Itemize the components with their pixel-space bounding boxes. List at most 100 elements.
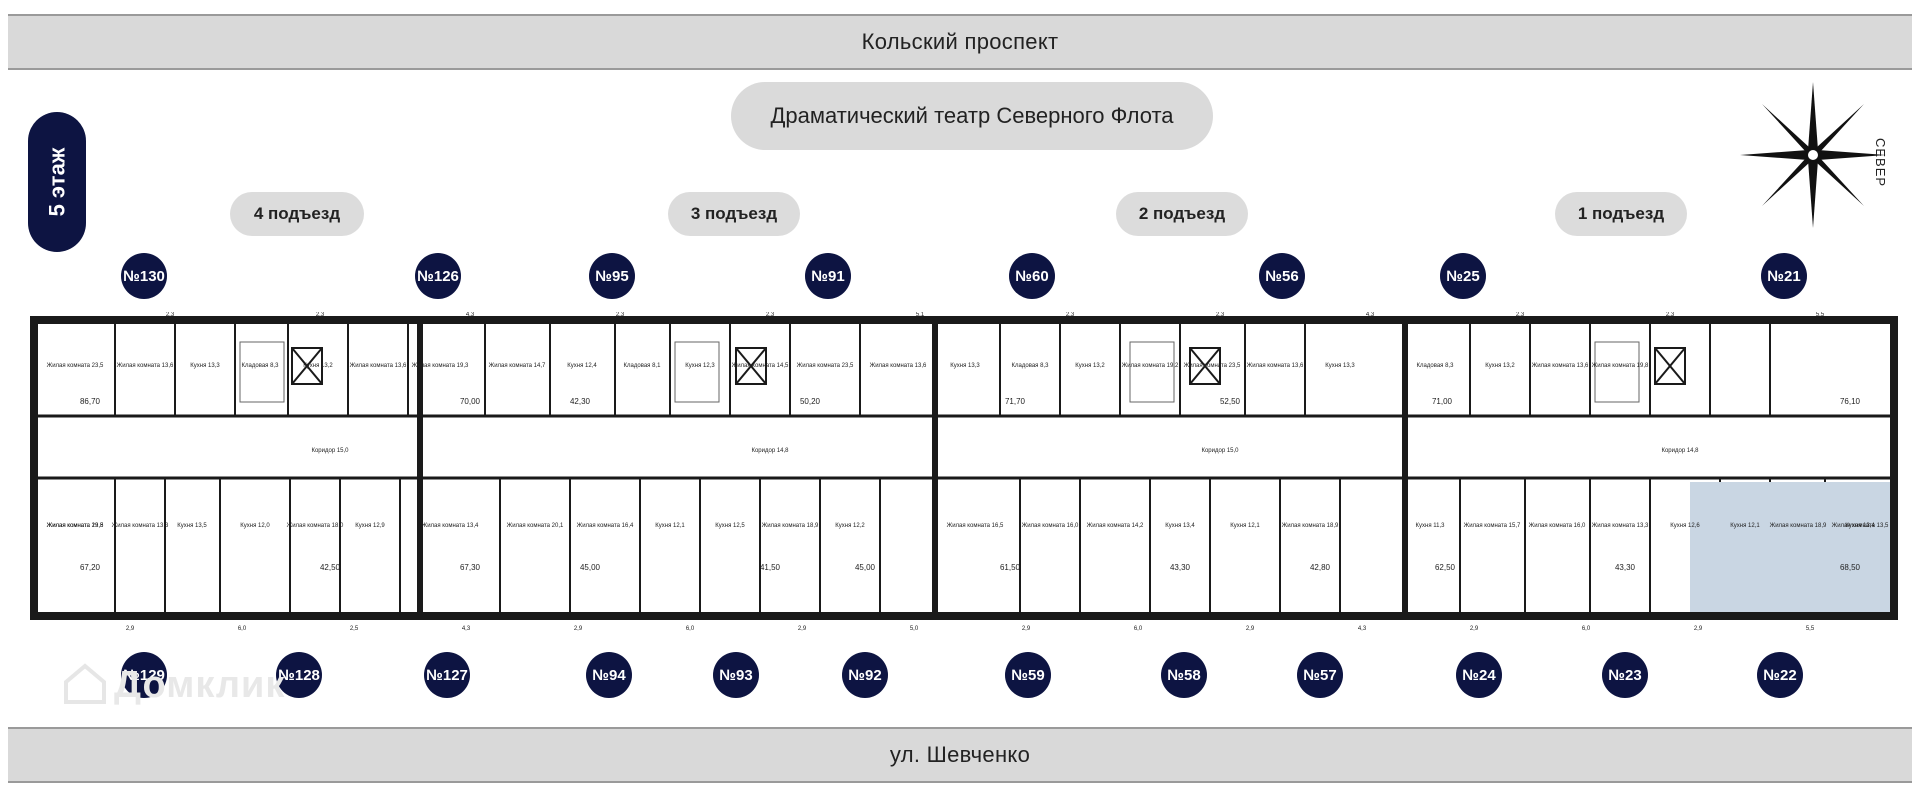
- balcony-area: 4,3: [1366, 312, 1375, 318]
- room-label: Кухня 13,4: [1845, 523, 1875, 529]
- room-label: Жилая комната 13,4: [422, 523, 479, 529]
- room-label: Кухня 13,3: [1325, 363, 1355, 369]
- room-label: Жилая комната 13,6: [1532, 363, 1589, 369]
- landmark-label: Драматический театр Северного Флота: [731, 82, 1213, 150]
- apartment-badge-23[interactable]: №23: [1602, 652, 1648, 698]
- room-label: Кладовая 8,3: [242, 363, 280, 369]
- apartment-area: 45,00: [855, 563, 876, 572]
- apartment-badge-127[interactable]: №127: [424, 652, 470, 698]
- apartment-area: 68,50: [1840, 563, 1861, 572]
- entrance-4-label: 4 подъезд: [230, 192, 364, 236]
- room-label: Жилая комната 16,0: [1022, 523, 1079, 529]
- elevator-shafts: [291, 347, 1686, 385]
- room-label: Жилая комната 15,7: [1464, 523, 1521, 529]
- room-label: Коридор 14,8: [751, 448, 789, 454]
- balcony-area: 2,9: [574, 626, 583, 632]
- room-label: Коридор 15,0: [1201, 448, 1239, 454]
- room-label: Кухня 13,2: [303, 363, 333, 369]
- room-label: Коридор 14,8: [1661, 448, 1699, 454]
- apartment-area: 42,30: [570, 397, 591, 406]
- floor-label: 5 этаж: [44, 147, 70, 217]
- apartment-badge-59[interactable]: №59: [1005, 652, 1051, 698]
- apartment-badge-91[interactable]: №91: [805, 253, 851, 299]
- apartment-badge-126[interactable]: №126: [415, 253, 461, 299]
- balcony-area: 2,9: [1022, 626, 1031, 632]
- room-label: Жилая комната 23,5: [797, 363, 854, 369]
- floor-plan-partitions: [114, 320, 1826, 616]
- apartment-badge-94[interactable]: №94: [586, 652, 632, 698]
- room-label: Жилая комната 13,6: [870, 363, 927, 369]
- balcony-area: 2,3: [1216, 312, 1225, 318]
- balcony-area: 6,0: [238, 626, 247, 632]
- north-label: СЕВЕР: [1873, 138, 1888, 188]
- room-label: Кухня 12,1: [1230, 523, 1260, 529]
- highlighted-apartment-22: [1690, 482, 1890, 612]
- balcony-area: 2,9: [126, 626, 135, 632]
- room-label: Кладовая 8,3: [1417, 363, 1455, 369]
- room-label: Жилая комната 20,1: [507, 523, 564, 529]
- room-label: Кухня 13,5: [177, 523, 207, 529]
- apartment-area: 41,50: [760, 563, 781, 572]
- room-label: Кухня 12,4: [567, 363, 597, 369]
- room-label: Жилая комната 16,4: [577, 523, 634, 529]
- balcony-area: 2,3: [316, 312, 325, 318]
- apartment-area: 70,00: [460, 397, 481, 406]
- room-label: Жилая комната 23,5: [1184, 363, 1241, 369]
- room-label: Кухня 12,2: [835, 523, 865, 529]
- apartment-badge-93[interactable]: №93: [713, 652, 759, 698]
- room-label: Кухня 12,5: [715, 523, 745, 529]
- room-label: Кладовая 8,3: [1012, 363, 1050, 369]
- room-label: Жилая комната 19,8: [1592, 363, 1649, 369]
- room-label: Жилая комната 18,9: [1282, 523, 1339, 529]
- room-label: Кухня 12,1: [1730, 523, 1760, 529]
- apartment-badge-92[interactable]: №92: [842, 652, 888, 698]
- room-label: Кухня 11,3: [1416, 523, 1446, 529]
- balcony-area: 2,5: [350, 626, 359, 632]
- apartment-area: 67,20: [80, 563, 101, 572]
- room-label: Жилая комната 14,5: [732, 363, 789, 369]
- room-label: Жилая комната 23,5: [47, 523, 104, 529]
- apartment-badge-57[interactable]: №57: [1297, 652, 1343, 698]
- room-label: Кухня 13,4: [1165, 523, 1195, 529]
- room-label: Коридор 15,0: [311, 448, 349, 454]
- balcony-area: 6,0: [1134, 626, 1143, 632]
- apartment-badge-22[interactable]: №22: [1757, 652, 1803, 698]
- balcony-area: 5,1: [916, 312, 925, 318]
- balcony-area: 2,3: [1516, 312, 1525, 318]
- apartment-badge-56[interactable]: №56: [1259, 253, 1305, 299]
- room-label: Жилая комната 19,3: [412, 363, 469, 369]
- apartment-badge-24[interactable]: №24: [1456, 652, 1502, 698]
- balcony-area: 2,3: [766, 312, 775, 318]
- apartment-area: 71,00: [1432, 397, 1453, 406]
- room-label: Жилая комната 14,7: [489, 363, 546, 369]
- stairwells: [239, 341, 1640, 403]
- apartment-badge-58[interactable]: №58: [1161, 652, 1207, 698]
- apartment-badge-129[interactable]: №129: [121, 652, 167, 698]
- domclick-logo-icon: [64, 663, 106, 704]
- floor-plan-walls: [30, 316, 1898, 620]
- room-label: Кухня 12,1: [655, 523, 685, 529]
- apartment-badge-60[interactable]: №60: [1009, 253, 1055, 299]
- apartment-badge-25[interactable]: №25: [1440, 253, 1486, 299]
- room-label: Кухня 13,3: [950, 363, 980, 369]
- apartment-area: 62,50: [1435, 563, 1456, 572]
- balcony-area: 2,9: [798, 626, 807, 632]
- balcony-area: 5,5: [1816, 312, 1825, 318]
- room-label: Жилая комната 19,8: [47, 523, 104, 529]
- balcony-area: 2,9: [1246, 626, 1255, 632]
- entrance-1-label: 1 подъезд: [1555, 192, 1687, 236]
- apartment-badge-95[interactable]: №95: [589, 253, 635, 299]
- street-bottom: ул. Шевченко: [8, 727, 1912, 783]
- room-label: Жилая комната 18,9: [1770, 523, 1827, 529]
- balcony-area: 5,5: [1806, 626, 1815, 632]
- apartment-badge-21[interactable]: №21: [1761, 253, 1807, 299]
- balcony-area: 4,3: [462, 626, 471, 632]
- apartment-badge-130[interactable]: №130: [121, 253, 167, 299]
- room-label: Кухня 12,9: [355, 523, 385, 529]
- room-label: Жилая комната 13,6: [1247, 363, 1304, 369]
- apartment-area: 71,70: [1005, 397, 1026, 406]
- floor-badge: 5 этаж: [28, 112, 86, 252]
- apartment-badge-128[interactable]: №128: [276, 652, 322, 698]
- room-label: Жилая комната 13,5: [1832, 523, 1889, 529]
